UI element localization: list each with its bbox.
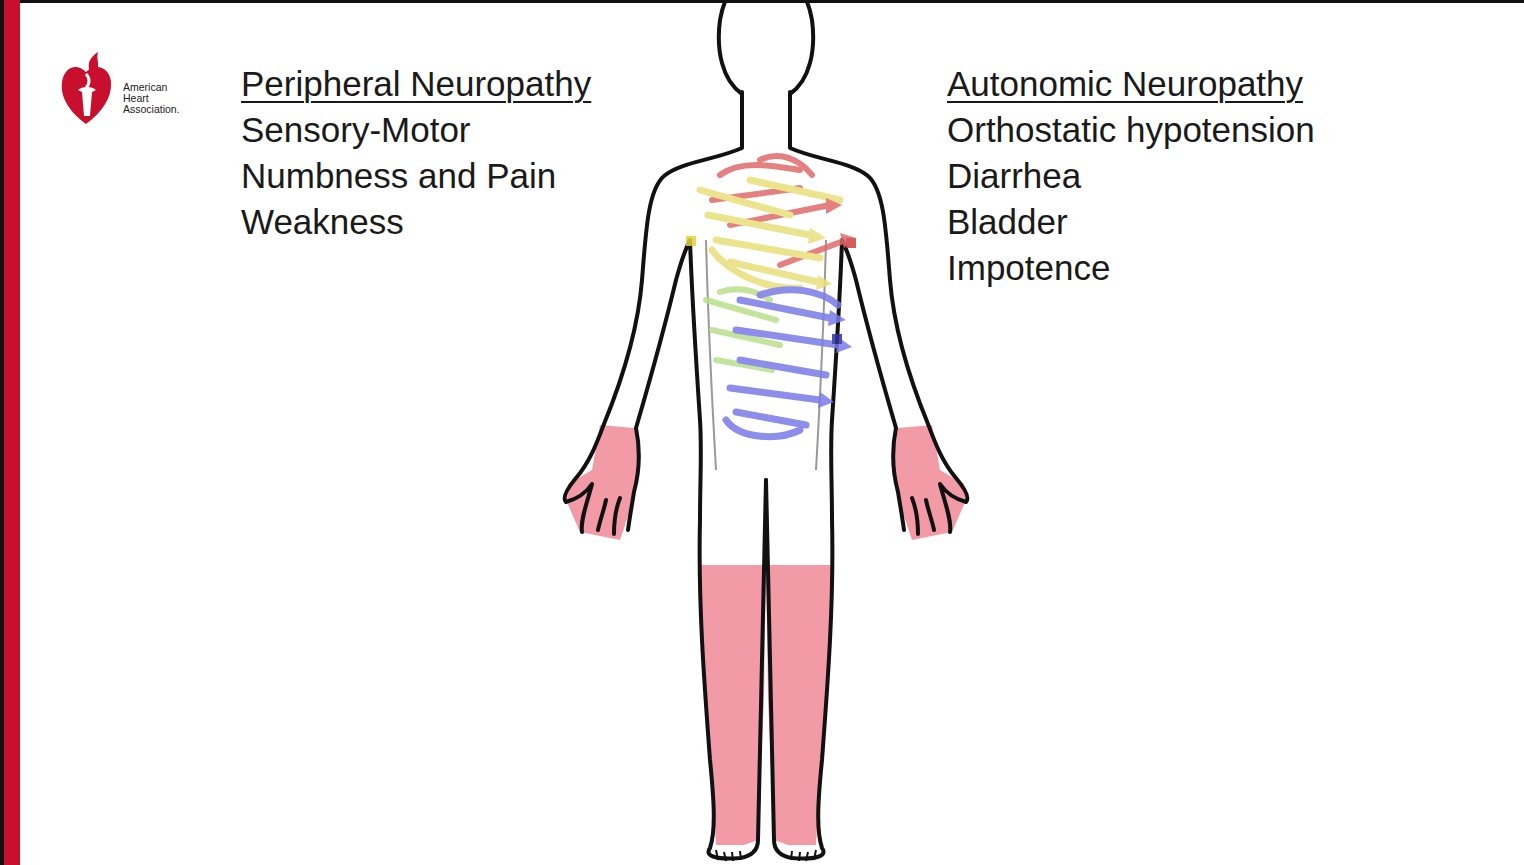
left-border <box>0 0 4 865</box>
top-border <box>0 0 1524 3</box>
torso-lines <box>706 240 826 470</box>
symptom-item: Numbness and Pain <box>241 153 556 199</box>
section-heading: Autonomic Neuropathy <box>947 61 1303 107</box>
symptom-item: Orthostatic hypotension <box>947 107 1315 153</box>
red-side-bar <box>4 0 20 865</box>
head-outline <box>719 0 813 94</box>
section-heading: Peripheral Neuropathy <box>241 61 591 107</box>
protein-ribbon <box>686 156 856 437</box>
aha-logo <box>62 52 111 124</box>
body-half <box>564 92 766 861</box>
symptom-item: Bladder <box>947 199 1068 245</box>
symptom-item: Impotence <box>947 245 1110 291</box>
symptom-item: Weakness <box>241 199 404 245</box>
symptom-item: Sensory-Motor <box>241 107 471 153</box>
symptom-item: Diarrhea <box>947 153 1081 199</box>
logo-wordmark: American Heart Association. <box>123 82 189 115</box>
